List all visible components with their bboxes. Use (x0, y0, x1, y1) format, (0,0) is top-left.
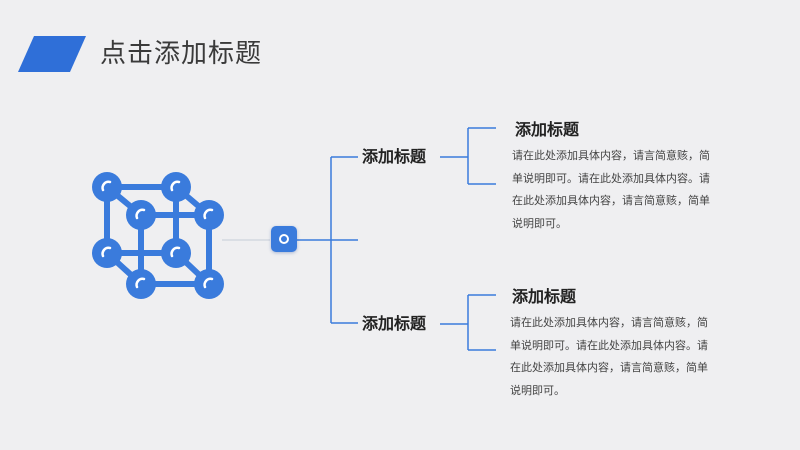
card-body-1: 请在此处添加具体内容，请言简意赅，简单说明即可。请在此处添加具体内容。请在此处添… (512, 149, 710, 230)
ring-node-icon (279, 234, 289, 244)
center-node-icon (271, 226, 297, 252)
card-title-1: 添加标题 (515, 120, 580, 139)
card-body-2: 请在此处添加具体内容，请言简意赅，简单说明即可。请在此处添加具体内容。请在此处添… (510, 316, 708, 397)
page-title: 点击添加标题 (100, 39, 263, 69)
molecule-cube-icon (92, 172, 224, 299)
branch-label-1: 添加标题 (362, 147, 427, 166)
card-title-2: 添加标题 (512, 287, 577, 306)
branch-label-2: 添加标题 (362, 314, 427, 333)
title-accent-icon (18, 36, 86, 72)
